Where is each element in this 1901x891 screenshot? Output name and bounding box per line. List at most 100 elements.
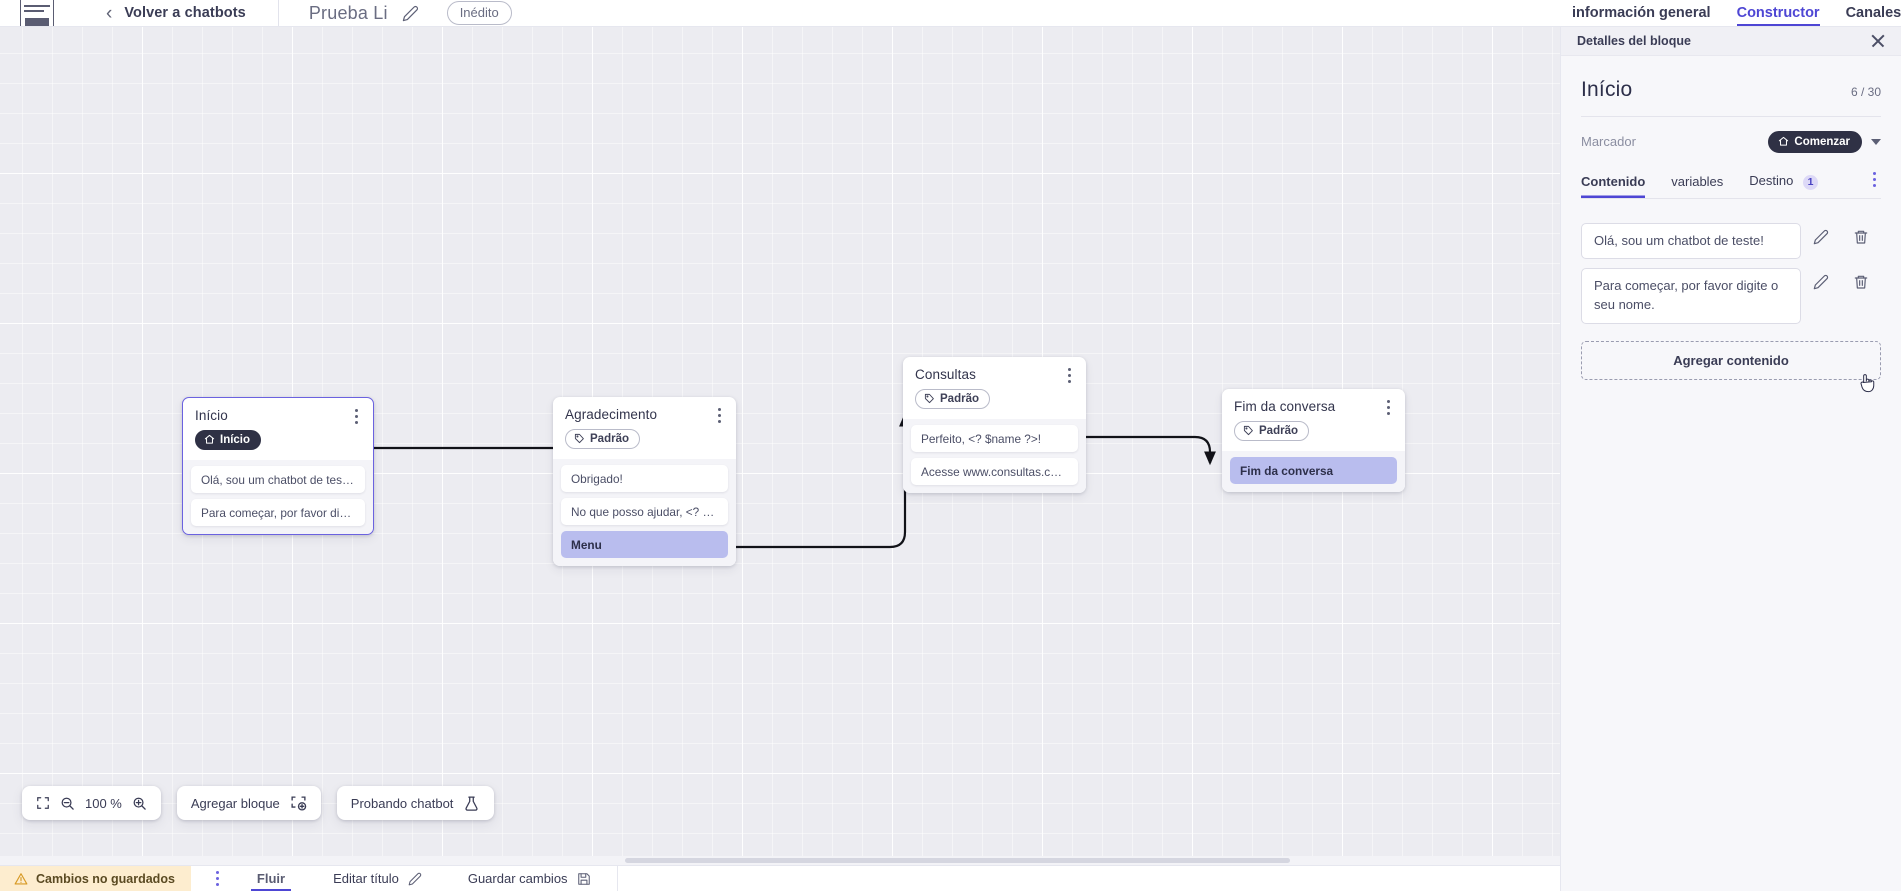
- node-title: Consultas: [915, 367, 976, 382]
- node-tag-row: Início: [183, 423, 373, 460]
- flow-node-inicio[interactable]: Início Início Olá, sou um chatbot de tes…: [182, 397, 374, 535]
- node-menu-button[interactable]: [1062, 366, 1076, 384]
- tag-icon: [574, 433, 584, 444]
- marker-badge-label: Comenzar: [1794, 135, 1850, 148]
- status-badge: Inédito: [446, 1, 512, 25]
- node-tag-row: Padrão: [553, 422, 736, 459]
- pencil-icon[interactable]: [402, 5, 419, 22]
- flow-node-fim-da-conversa[interactable]: Fim da conversa Padrão Fim da conversa: [1222, 389, 1405, 492]
- node-header: Início: [183, 398, 373, 425]
- fit-screen-icon[interactable]: [36, 796, 50, 810]
- node-message[interactable]: Olá, sou um chatbot de teste!: [191, 466, 365, 493]
- block-details-panel: Detalles del bloque Início 6 / 30 Marcad…: [1560, 27, 1901, 891]
- flask-icon: [463, 795, 480, 812]
- save-changes-button[interactable]: Guardar cambios: [468, 866, 591, 891]
- status-tab-fluir[interactable]: Fluir: [251, 866, 291, 891]
- add-block-icon: [290, 795, 307, 812]
- tag-icon: [1243, 425, 1253, 436]
- node-message[interactable]: Fim da conversa: [1230, 457, 1397, 484]
- node-tag-row: Padrão: [1222, 414, 1405, 451]
- panel-tabs: Contenido variables Destino 1: [1581, 171, 1881, 199]
- chevron-down-icon[interactable]: [1871, 138, 1881, 145]
- page-title: Início: [1581, 78, 1633, 101]
- status-bar: Cambios no guardados Fluir Editar título…: [0, 865, 1561, 891]
- edit-title-label: Editar título: [333, 871, 399, 886]
- unsaved-changes-label: Cambios no guardados: [36, 871, 175, 886]
- scrollbar-thumb[interactable]: [625, 858, 1290, 863]
- top-bar: ‹ Volver a chatbots Prueba Li Inédito: [0, 0, 1561, 27]
- panel-title-row: Início 6 / 30: [1581, 56, 1881, 102]
- flow-node-consultas[interactable]: Consultas Padrão Perfeito, <? $name ?>! …: [903, 357, 1086, 493]
- trash-icon: [1854, 230, 1868, 244]
- edit-content-button[interactable]: [1801, 268, 1841, 290]
- node-message-menu[interactable]: Menu: [561, 531, 728, 558]
- node-tag-label: Padrão: [590, 432, 629, 445]
- node-menu-button[interactable]: [1381, 398, 1395, 416]
- content-text[interactable]: Olá, sou um chatbot de teste!: [1581, 222, 1801, 260]
- node-tag-row: Padrão: [903, 382, 1086, 419]
- tab-contenido[interactable]: Contenido: [1581, 174, 1645, 198]
- status-more-button[interactable]: [211, 870, 225, 888]
- close-icon[interactable]: [1869, 32, 1887, 50]
- add-block-button[interactable]: Agregar bloque: [176, 786, 321, 820]
- delete-content-button[interactable]: [1841, 268, 1881, 290]
- node-header: Consultas: [903, 357, 1086, 384]
- node-message[interactable]: No que posso ajudar, <? $name ...: [561, 498, 728, 525]
- tab-constructor[interactable]: Constructor: [1737, 0, 1820, 26]
- content-text[interactable]: Para começar, por favor digite o seu nom…: [1581, 268, 1801, 325]
- node-tag-label: Padrão: [940, 392, 979, 405]
- zoom-out-icon[interactable]: [60, 796, 75, 811]
- canvas-horizontal-scrollbar[interactable]: [0, 856, 1561, 865]
- canvas-toolbar: 100 % Agregar bloque Probando chatbot: [22, 786, 495, 820]
- node-tag-badge[interactable]: Padrão: [915, 389, 990, 409]
- status-tab-label: Fluir: [256, 871, 286, 886]
- test-chatbot-button[interactable]: Probando chatbot: [336, 786, 495, 820]
- panel-header-label: Detalles del bloque: [1577, 34, 1691, 48]
- tab-variables[interactable]: variables: [1671, 174, 1723, 198]
- node-message[interactable]: Perfeito, <? $name ?>!: [911, 425, 1078, 452]
- node-tag-badge[interactable]: Padrão: [565, 429, 640, 449]
- trash-icon: [1854, 276, 1868, 289]
- edit-content-button[interactable]: [1801, 223, 1841, 245]
- node-menu-button[interactable]: [712, 406, 726, 424]
- node-message[interactable]: Para começar, por favor digite o ...: [191, 499, 365, 526]
- node-header: Agradecimento: [553, 397, 736, 424]
- flow-node-agradecimento[interactable]: Agradecimento Padrão Obrigado! No que po…: [553, 397, 736, 566]
- tab-variables-label: variables: [1671, 173, 1724, 189]
- flow-canvas[interactable]: Início Início Olá, sou um chatbot de tes…: [0, 27, 1561, 865]
- status-divider: [616, 865, 618, 891]
- home-icon: [204, 434, 215, 444]
- zoom-controls: 100 %: [22, 786, 161, 820]
- node-title: Fim da conversa: [1234, 399, 1336, 414]
- add-content-button[interactable]: Agregar contenido: [1581, 341, 1881, 381]
- pencil-icon: [1813, 229, 1829, 244]
- node-tag-label: Padrão: [1259, 424, 1298, 437]
- node-tag-badge[interactable]: Padrão: [1234, 421, 1309, 441]
- panel-header: Detalles del bloque: [1561, 27, 1901, 56]
- tab-destino-label: Destino: [1749, 172, 1794, 188]
- bot-name-title: Prueba Li: [308, 2, 388, 23]
- app-logo-icon[interactable]: [20, 0, 54, 26]
- node-title: Início: [195, 408, 228, 423]
- zoom-in-icon[interactable]: [132, 796, 147, 811]
- back-chevron-icon[interactable]: ‹: [106, 2, 113, 24]
- tab-destino[interactable]: Destino 1: [1749, 173, 1818, 199]
- node-tag-badge[interactable]: Início: [195, 430, 262, 450]
- block-counter: 6 / 30: [1850, 85, 1881, 99]
- node-message[interactable]: Obrigado!: [561, 465, 728, 492]
- tab-canales[interactable]: Canales: [1845, 5, 1901, 21]
- node-message[interactable]: Acesse www.consultas.com par...: [911, 458, 1078, 485]
- delete-content-button[interactable]: [1841, 223, 1881, 245]
- save-changes-label: Guardar cambios: [467, 871, 568, 886]
- add-block-label: Agregar bloque: [190, 795, 280, 811]
- node-menu-button[interactable]: [349, 407, 363, 425]
- main-tabs: información general Constructor Canales: [1560, 0, 1901, 27]
- tab-informacion-general[interactable]: información general: [1572, 5, 1711, 21]
- back-to-chatbots-link[interactable]: Volver a chatbots: [124, 5, 246, 21]
- panel-tabs-more-button[interactable]: [1867, 171, 1881, 189]
- marker-badge[interactable]: Comenzar: [1768, 131, 1862, 153]
- edit-title-button[interactable]: Editar título: [333, 866, 422, 891]
- test-chatbot-label: Probando chatbot: [350, 795, 454, 811]
- panel-content: Início 6 / 30 Marcador Comenzar Contenid…: [1561, 56, 1901, 381]
